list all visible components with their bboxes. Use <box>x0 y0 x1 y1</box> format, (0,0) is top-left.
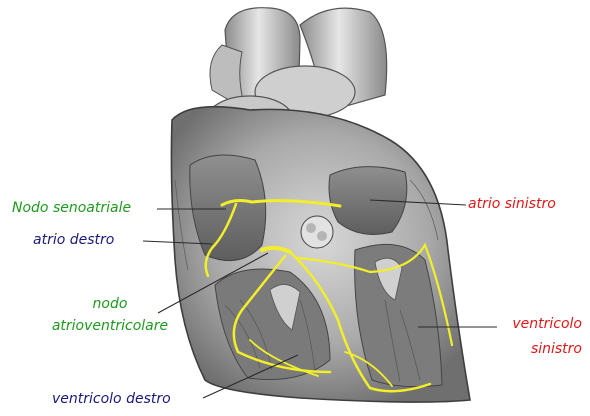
av-node-label-line2: atrioventricolare <box>45 318 175 334</box>
sa-node-label: Nodo senoatriale <box>12 200 131 216</box>
left-ventricle-label-line1: ventricolo <box>490 316 582 332</box>
right-ventricle-label: ventricolo destro <box>52 391 171 407</box>
av-node-label-line1: nodo <box>60 296 160 312</box>
right-atrium-label: atrio destro <box>33 232 114 248</box>
heart-body <box>171 107 470 402</box>
left-atrium-label: atrio sinistro <box>468 196 556 212</box>
left-ventricle-label-line2: sinistro <box>490 341 582 357</box>
